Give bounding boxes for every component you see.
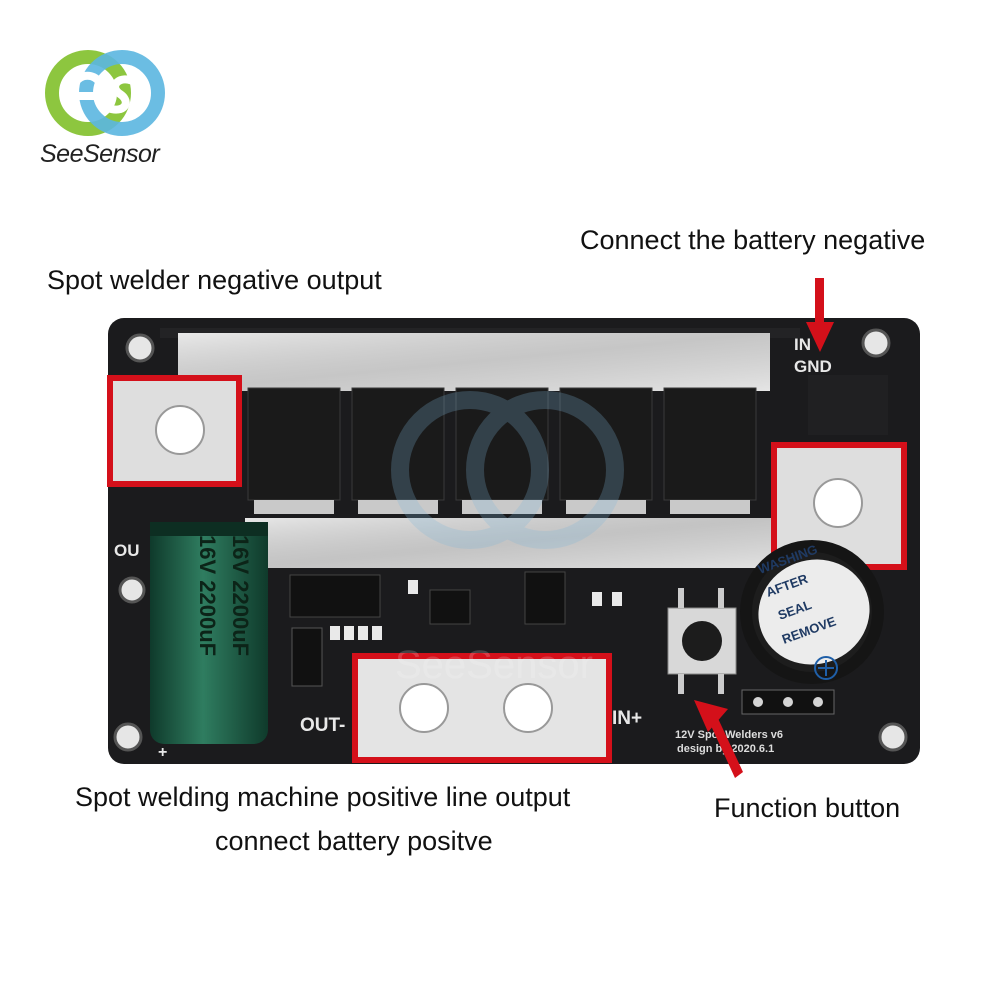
buzzer: WASHING AFTER SEAL REMOVE [740, 540, 884, 684]
annotation-function-button: Function button [714, 793, 901, 823]
positive-output-highlight [352, 653, 612, 763]
negative-output-highlight [107, 375, 242, 487]
seesensor-logo [45, 50, 165, 136]
svg-text:16V 2200uF: 16V 2200uF [228, 535, 253, 656]
via-grid-right [808, 375, 888, 435]
mosfet [455, 387, 549, 514]
capacitor-label: 16V 2200uF [195, 535, 220, 656]
annotation-battery-positive: connect battery positve [215, 826, 493, 856]
mosfet [663, 387, 757, 514]
pin-header [741, 689, 835, 715]
silk-title: 12V Spot Welders v6 [675, 729, 783, 741]
mosfet-row [247, 387, 757, 514]
mosfet [351, 387, 445, 514]
label-in-plus: IN+ [612, 708, 642, 729]
ic-chip [289, 574, 381, 618]
label-plus: + [158, 744, 167, 761]
arrow-function-button [694, 700, 743, 778]
ic-chip [429, 589, 471, 625]
mosfet [247, 387, 341, 514]
mosfet [559, 387, 653, 514]
diode [291, 627, 323, 687]
label-in-top: IN [794, 335, 811, 354]
brand-name: SeeSensor [40, 140, 160, 168]
function-button [667, 588, 737, 694]
capacitor: 16V 2200uF 16V 2200uF [150, 522, 268, 744]
annotation-negative-output: Spot welder negative output [47, 265, 382, 295]
annotation-positive-output: Spot welding machine positive line outpu… [75, 782, 571, 812]
arrow-battery-negative [806, 278, 834, 352]
smd-resistors [330, 580, 622, 640]
label-out-minus: OUT- [300, 715, 345, 736]
ic-chip [524, 571, 566, 625]
annotation-battery-negative: Connect the battery negative [580, 225, 926, 255]
label-out-left: OU [114, 541, 140, 560]
board-watermark [391, 391, 624, 549]
board-watermark-text: SeeSensor [395, 643, 593, 687]
label-gnd: GND [794, 357, 832, 376]
positive-output-pad [357, 658, 607, 758]
mounting-holes [113, 328, 908, 752]
